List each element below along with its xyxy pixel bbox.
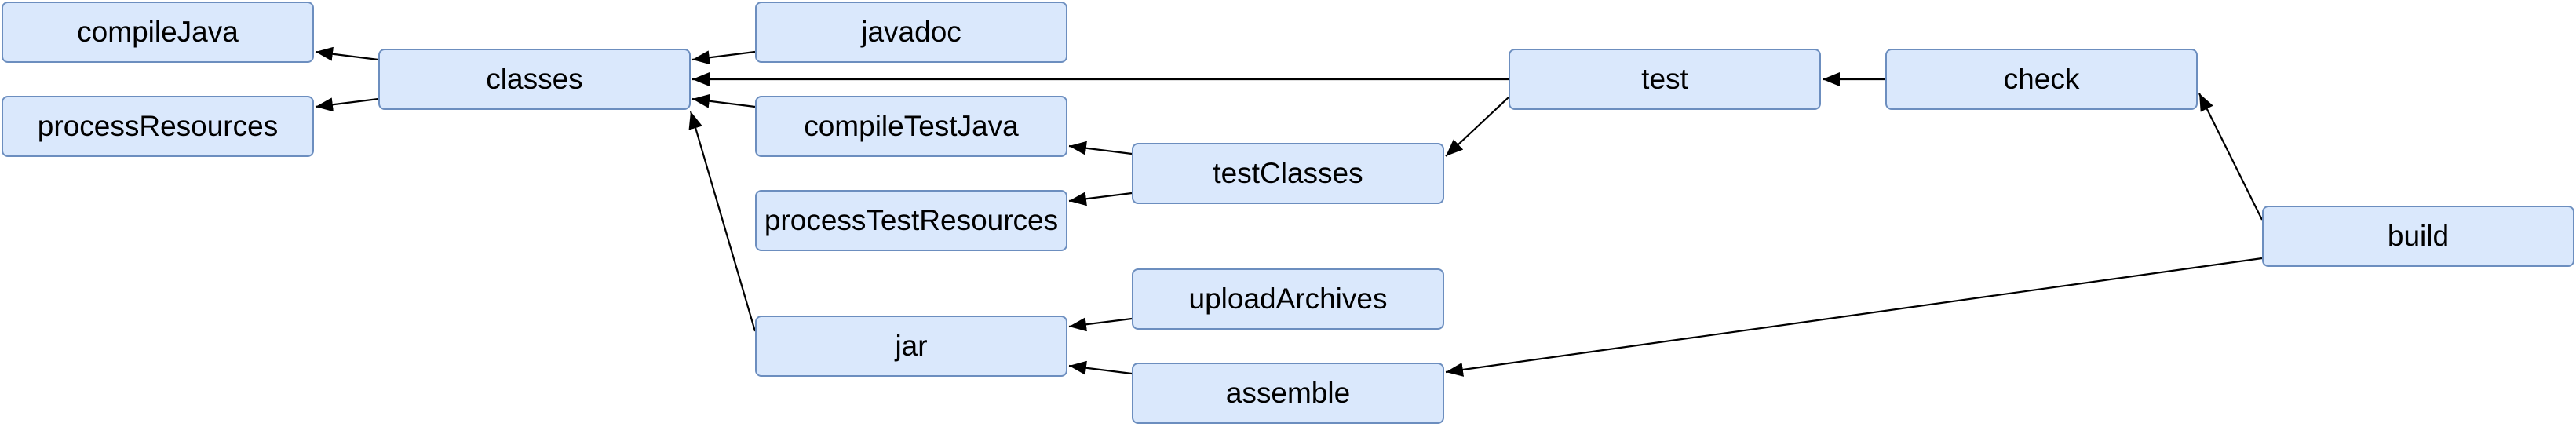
edge-javadoc-to-classes [691,50,756,65]
node-classes[interactable]: classes [378,49,691,110]
node-label: testClasses [1213,157,1363,189]
node-jar[interactable]: jar [755,316,1067,377]
node-label: compileJava [77,16,239,48]
node-label: jar [895,330,928,362]
node-label: check [2003,63,2080,95]
edge-classes-to-compileJava [315,46,379,61]
node-label: processResources [37,110,279,142]
node-compileTestJava[interactable]: compileTestJava [755,96,1067,157]
edge-build-to-check [2198,93,2263,221]
edge-compileTestJava-to-classes [691,93,756,108]
node-testClasses[interactable]: testClasses [1132,143,1444,204]
node-test[interactable]: test [1509,49,1821,110]
edge-assemble-to-jar [1068,360,1133,375]
node-label: javadoc [861,16,961,48]
node-javadoc[interactable]: javadoc [755,2,1067,63]
edge-classes-to-processResources [315,97,379,112]
node-check[interactable]: check [1885,49,2198,110]
edge-test-to-testClasses [1445,97,1509,157]
node-processTestResources[interactable]: processTestResources [755,190,1067,251]
node-assemble[interactable]: assemble [1132,363,1444,424]
node-label: classes [486,63,583,95]
node-label: compileTestJava [804,110,1019,142]
node-label: processTestResources [764,204,1059,236]
edge-uploadArchives-to-jar [1068,317,1133,332]
edge-testClasses-to-processTestResources [1068,192,1133,206]
node-label: build [2387,220,2450,252]
edge-jar-to-classes [688,111,757,332]
edge-build-to-assemble [1445,257,2263,377]
node-build[interactable]: build [2262,206,2574,267]
node-label: test [1641,63,1688,95]
node-uploadArchives[interactable]: uploadArchives [1132,268,1444,330]
node-compileJava[interactable]: compileJava [2,2,314,63]
node-processResources[interactable]: processResources [2,96,314,157]
node-label: uploadArchives [1188,283,1388,315]
edge-testClasses-to-compileTestJava [1068,141,1133,155]
node-label: assemble [1225,377,1351,409]
